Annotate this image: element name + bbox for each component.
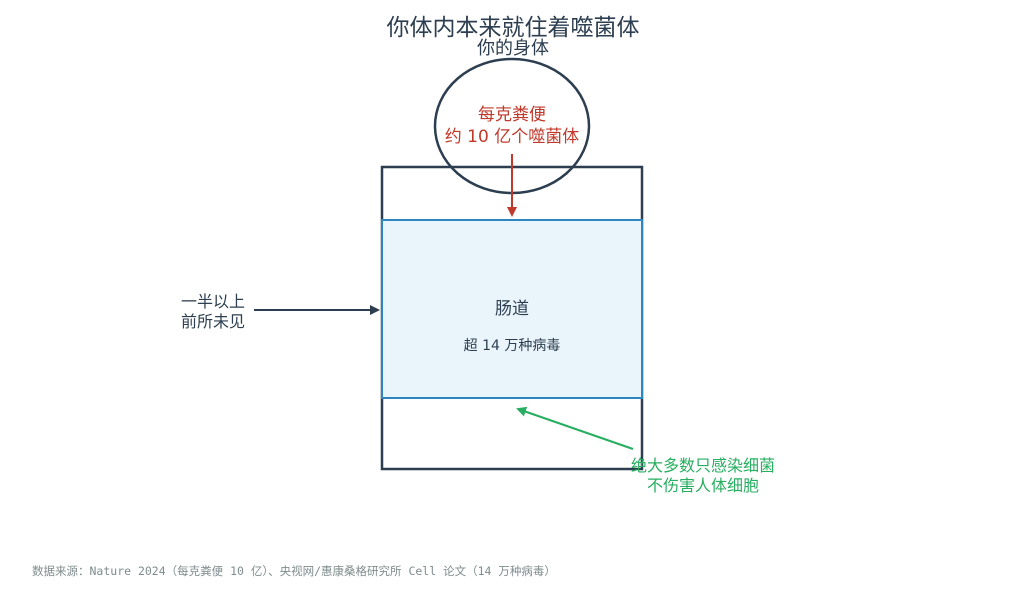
feces-label: 每克粪便 约 10 亿个噬菌体 xyxy=(412,104,612,148)
source-note: 数据来源：Nature 2024（每克粪便 10 亿）、央视网/惠康桑格研究所 … xyxy=(32,564,556,578)
feces-label-line1: 每克粪便 xyxy=(478,105,546,125)
gut-sublabel: 超 14 万种病毒 xyxy=(463,338,561,354)
bacteria-label-line1: 绝大多数只感染细菌 xyxy=(630,456,775,475)
unseen-label-line1: 一半以上 xyxy=(180,292,245,311)
unseen-label: 一半以上 前所未见 xyxy=(143,292,283,332)
diagram-title: 你体内本来就住着噬菌体 xyxy=(386,15,640,41)
bacteria-label: 绝大多数只感染细菌 不伤害人体细胞 xyxy=(593,456,813,496)
gut-label: 肠道 xyxy=(495,299,529,319)
feces-label-line2: 约 10 亿个噬菌体 xyxy=(444,127,580,147)
bacteria-arrow xyxy=(516,406,634,450)
gut-region xyxy=(381,219,643,399)
bacteria-label-line2: 不伤害人体细胞 xyxy=(646,476,759,495)
body-label: 你的身体 xyxy=(477,38,549,59)
unseen-label-line2: 前所未见 xyxy=(180,312,245,331)
